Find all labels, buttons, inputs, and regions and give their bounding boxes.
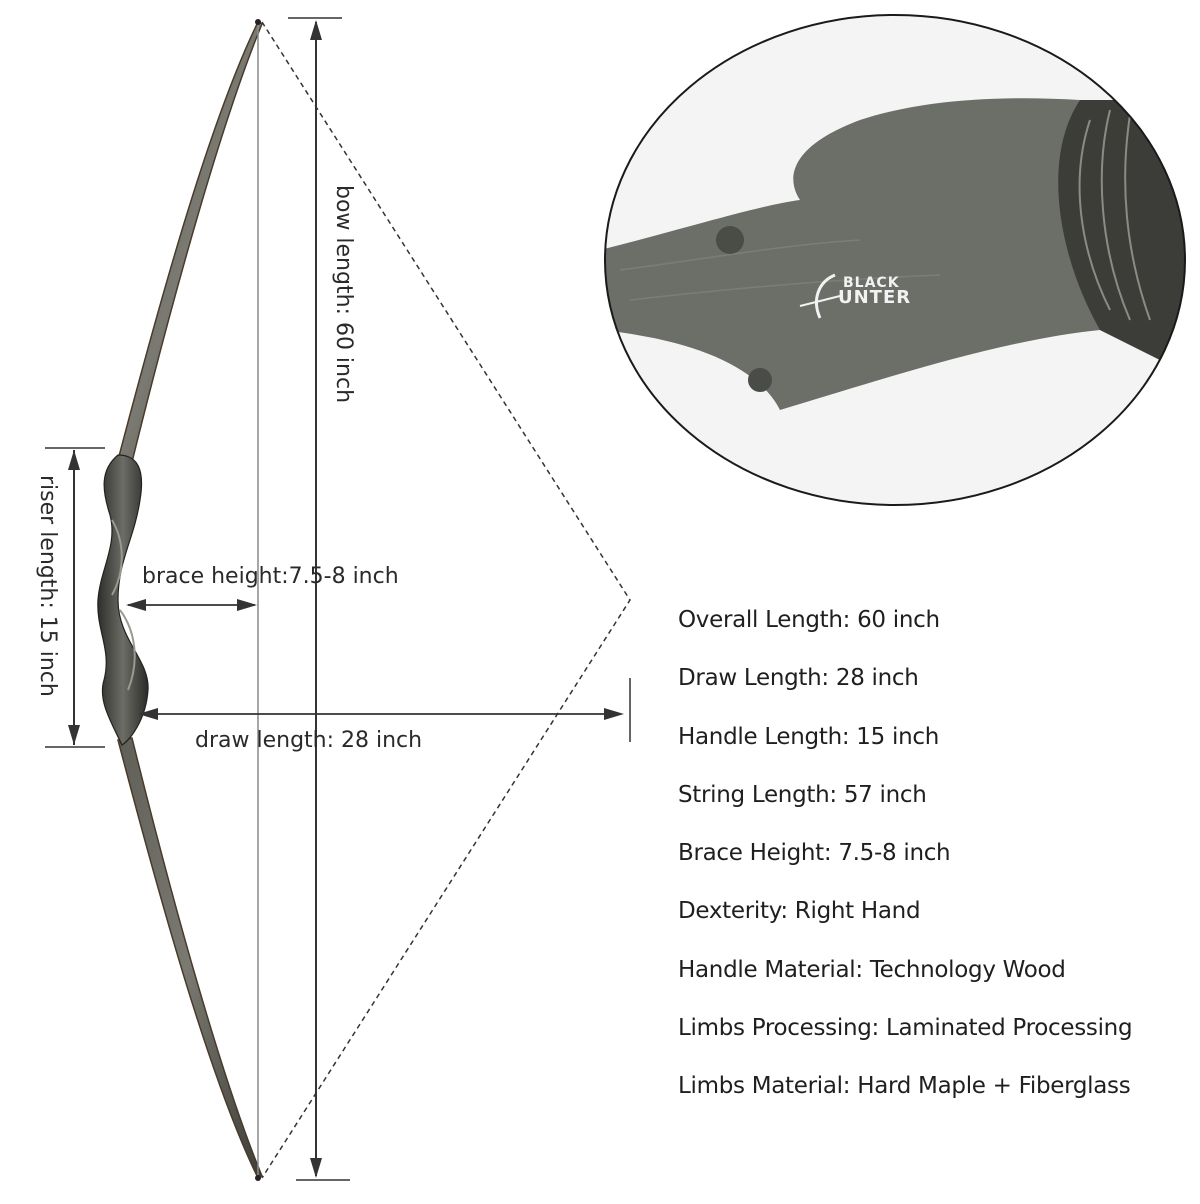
brace-height-label: brace height:7.5-8 inch: [142, 564, 399, 589]
brace-height-dimension: [126, 599, 257, 611]
spec-handle-material: Handle Material: Technology Wood: [678, 956, 1066, 983]
bow-length-label: bow length: 60 inch: [331, 185, 356, 404]
bow-length-dimension: [288, 17, 350, 1181]
spec-draw-length: Draw Length: 28 inch: [678, 665, 919, 692]
upper-limb: [117, 20, 263, 463]
spec-limbs-processing: Limbs Processing: Laminated Processing: [678, 1015, 1133, 1042]
spec-dexterity: Dexterity: Right Hand: [678, 898, 921, 925]
bow-illustration: [97, 19, 263, 1181]
spec-limbs-material: Limbs Material: Hard Maple + Fiberglass: [678, 1073, 1131, 1100]
lower-limb: [117, 737, 263, 1180]
riser-grip-detail: [111, 519, 136, 691]
draw-length-label: draw length: 28 inch: [195, 728, 423, 753]
spec-list: Overall Length: 60 inch Draw Length: 28 …: [678, 600, 1193, 1125]
spec-string-length: String Length: 57 inch: [678, 781, 927, 808]
riser-length-label: riser length: 15 inch: [35, 475, 60, 697]
riser-closeup: BLACK UNTER: [604, 14, 1186, 506]
drawn-string-dashed: [261, 21, 631, 1179]
riser: [97, 454, 149, 746]
lower-nock: [255, 1175, 261, 1181]
brand-logo-line2: UNTER: [838, 287, 911, 308]
brand-logo-line1: BLACK: [843, 275, 900, 291]
spec-handle-length: Handle Length: 15 inch: [678, 723, 939, 750]
upper-nock: [255, 19, 261, 25]
spec-overall-length: Overall Length: 60 inch: [678, 607, 940, 633]
riser-length-dimension: [45, 447, 105, 748]
draw-length-dimension: [138, 678, 631, 742]
spec-brace-height: Brace Height: 7.5-8 inch: [678, 840, 951, 867]
